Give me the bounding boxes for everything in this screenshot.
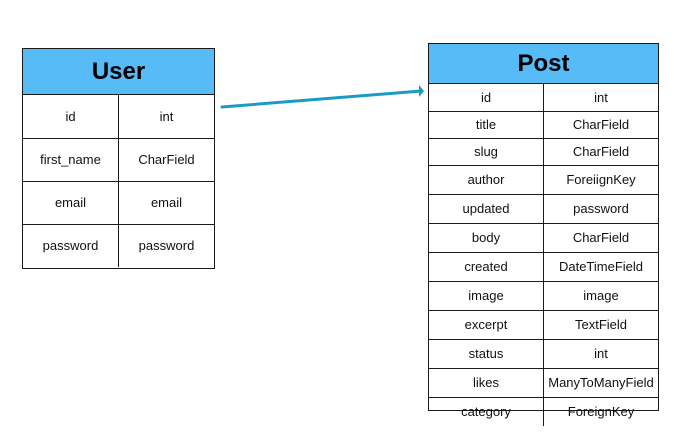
table-row: first_name CharField — [23, 137, 214, 182]
post-entity-title: Post — [429, 44, 658, 84]
field-type: CharField — [118, 137, 214, 182]
table-row: category ForeignKey — [429, 396, 658, 426]
field-type: password — [118, 223, 214, 267]
field-name: created — [429, 251, 544, 282]
user-entity-table: User id int first_name CharField email e… — [22, 48, 215, 269]
field-type: password — [543, 193, 658, 224]
field-type: image — [543, 280, 658, 311]
field-name: likes — [429, 367, 544, 398]
field-name: category — [429, 396, 544, 426]
user-entity-title: User — [23, 49, 214, 95]
field-type: TextField — [543, 309, 658, 340]
field-type: int — [543, 84, 658, 112]
field-type: DateTimeField — [543, 251, 658, 282]
field-name: slug — [429, 137, 544, 166]
field-name: updated — [429, 193, 544, 224]
table-row: author ForeiignKey — [429, 164, 658, 195]
table-row: updated password — [429, 193, 658, 224]
post-fields-table: id int title CharField slug CharField au… — [429, 84, 658, 426]
field-name: body — [429, 222, 544, 253]
field-type: CharField — [543, 137, 658, 166]
field-name: title — [429, 110, 544, 139]
table-row: excerpt TextField — [429, 309, 658, 340]
user-post-relationship-line — [220, 89, 423, 109]
table-row: image image — [429, 280, 658, 311]
post-entity-table: Post id int title CharField slug CharFie… — [428, 43, 659, 426]
field-type: int — [543, 338, 658, 369]
field-type: ForeignKey — [543, 396, 658, 426]
table-row: body CharField — [429, 222, 658, 253]
field-name: password — [23, 223, 119, 267]
field-name: email — [23, 180, 119, 225]
table-row: created DateTimeField — [429, 251, 658, 282]
user-fields-table: id int first_name CharField email email … — [23, 95, 214, 267]
field-type: ManyToManyField — [543, 367, 658, 398]
field-type: CharField — [543, 110, 658, 139]
field-name: first_name — [23, 137, 119, 182]
field-type: CharField — [543, 222, 658, 253]
table-row: title CharField — [429, 110, 658, 139]
field-type: int — [118, 95, 214, 139]
field-name: excerpt — [429, 309, 544, 340]
table-row: password password — [23, 223, 214, 267]
table-row: status int — [429, 338, 658, 369]
table-row: email email — [23, 180, 214, 225]
field-name: author — [429, 164, 544, 195]
table-row: slug CharField — [429, 137, 658, 166]
field-type: email — [118, 180, 214, 225]
table-row: likes ManyToManyField — [429, 367, 658, 398]
field-type: ForeiignKey — [543, 164, 658, 195]
field-name: id — [23, 95, 119, 139]
connector-end-marker — [419, 85, 424, 97]
table-row: id int — [23, 95, 214, 139]
field-name: status — [429, 338, 544, 369]
field-name: image — [429, 280, 544, 311]
table-row: id int — [429, 84, 658, 112]
field-name: id — [429, 84, 544, 112]
